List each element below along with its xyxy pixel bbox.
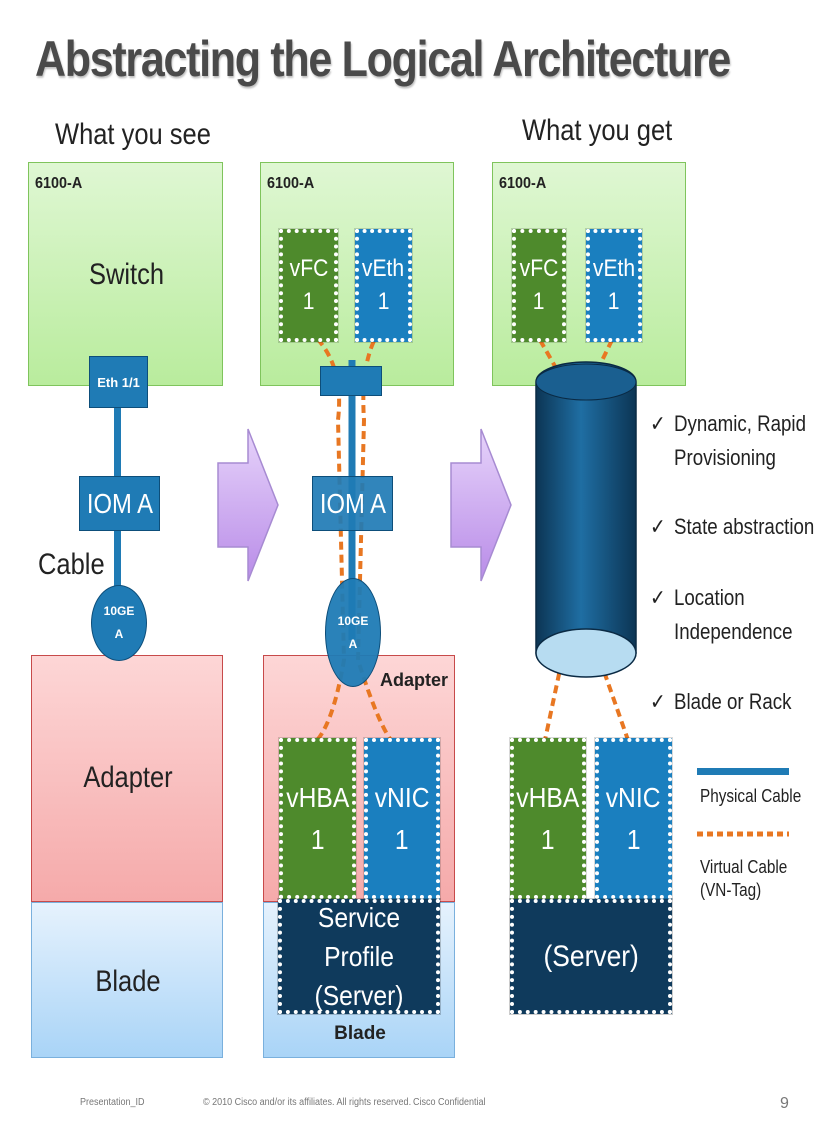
panel2-eth-port <box>320 366 382 396</box>
benefit-text: Blade or Rack <box>674 689 792 714</box>
check-icon: ✓ <box>650 689 666 714</box>
panel2-adapter-label: Adapter <box>379 670 448 690</box>
panel1-adapter-text: Adapter <box>83 761 173 794</box>
panel1-adapter-box: Adapter <box>31 655 223 902</box>
panel1-switch-label: 6100-A <box>35 175 83 192</box>
panel1-switch-text: Switch <box>88 258 165 291</box>
legend-virtual-cable-swatch <box>697 831 789 837</box>
footer-presentation-id: Presentation_ID <box>80 1097 145 1108</box>
caption-cable: Cable <box>38 548 105 581</box>
panel2-service-profile: Service Profile(Server) <box>277 898 441 1015</box>
panel2-blade-label: Blade <box>334 1023 386 1044</box>
check-icon: ✓ <box>650 411 666 436</box>
panel1-iom: IOM A <box>79 476 160 531</box>
check-icon: ✓ <box>650 514 666 539</box>
page-title: Abstracting the Logical Architecture <box>35 31 731 87</box>
panel1-switch-box: 6100-A Switch <box>28 162 223 386</box>
legend-physical-cable-label: Physical Cable <box>700 786 802 806</box>
panel1-eth-port: Eth 1/1 <box>89 356 148 408</box>
panel3-server: (Server) <box>509 898 673 1015</box>
footer-copyright: © 2010 Cisco and/or its affiliates. All … <box>203 1097 412 1108</box>
caption-what-you-get: What you get <box>522 114 673 147</box>
virtual-tube <box>535 361 637 678</box>
footer-confidential: Cisco Confidential <box>413 1097 486 1108</box>
caption-what-you-see: What you see <box>55 118 211 151</box>
footer-page-number: 9 <box>780 1095 789 1112</box>
arrow-right-icon <box>217 428 279 582</box>
panel2-switch-label: 6100-A <box>267 175 315 192</box>
legend-virtual-cable-label: Virtual Cable(VN-Tag) <box>700 857 788 900</box>
benefit-text: State abstraction <box>674 514 815 539</box>
check-icon: ✓ <box>650 585 666 610</box>
panel3-switch-label: 6100-A <box>499 175 547 192</box>
panel1-physical-cable-upper <box>114 406 121 484</box>
panel1-physical-cable-lower <box>114 530 121 588</box>
panel1-blade-text: Blade <box>95 965 161 998</box>
panel1-blade-box: Blade <box>31 902 223 1058</box>
panel2-iom: IOM A <box>312 476 393 531</box>
legend-physical-cable-swatch <box>697 768 789 775</box>
arrow-right-icon-2 <box>450 428 512 582</box>
